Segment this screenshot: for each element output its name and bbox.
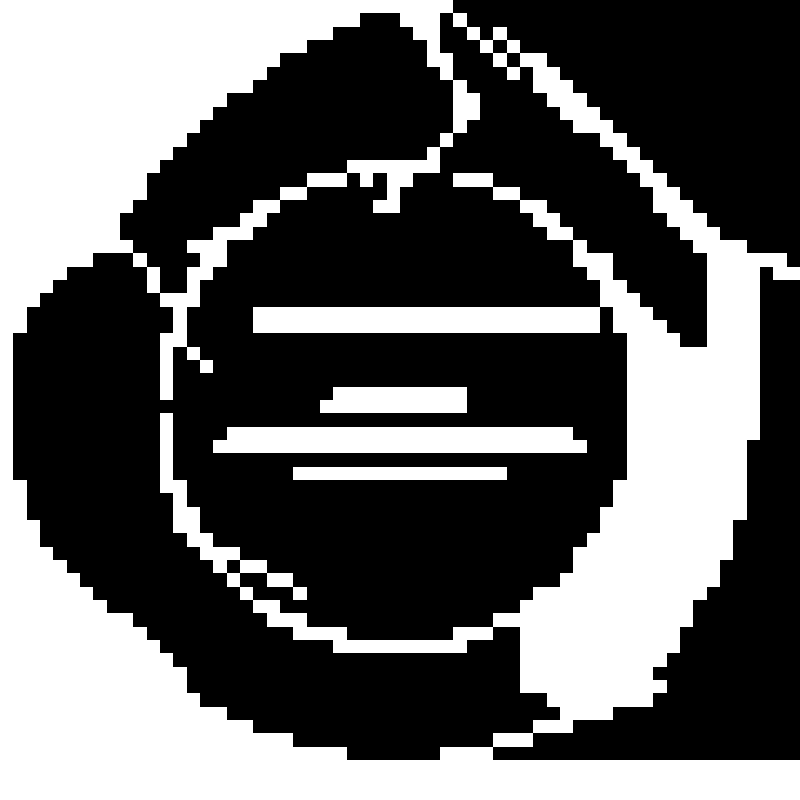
cycle-diagram <box>0 0 800 800</box>
cycle-diagram-canvas <box>0 0 800 800</box>
